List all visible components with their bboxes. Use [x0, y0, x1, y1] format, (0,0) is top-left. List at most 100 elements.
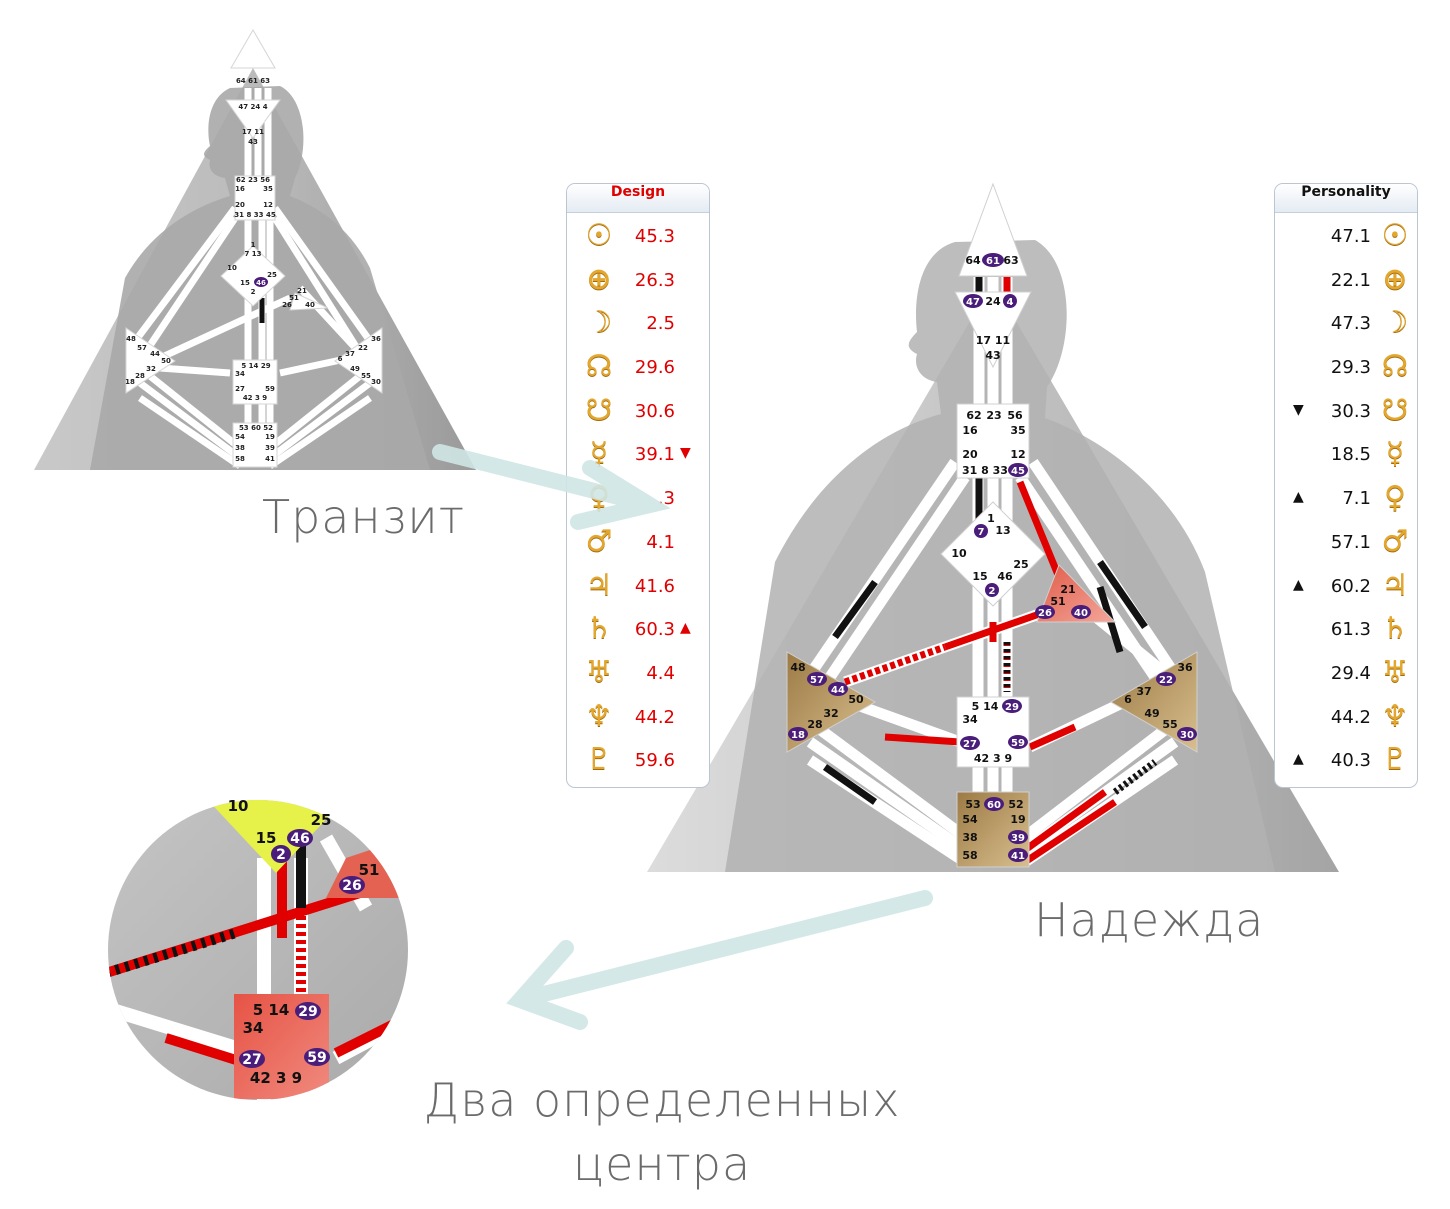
- zoom-labels: 10 25 15 51 5 14 34 42 3 9: [228, 798, 380, 1087]
- saturn-icon: ♄: [1381, 611, 1409, 647]
- svg-text:24: 24: [985, 295, 1001, 308]
- personality-row: ☉ 47.1: [1275, 215, 1417, 259]
- svg-text:30: 30: [371, 378, 381, 386]
- svg-text:62: 62: [966, 409, 981, 422]
- zoom-active-gates: 46 2 26 29 27 59: [239, 829, 365, 1068]
- svg-text:35: 35: [263, 185, 273, 193]
- svg-text:26: 26: [282, 301, 292, 309]
- personality-value: 40.3: [1330, 750, 1371, 772]
- personality-value: 47.1: [1330, 226, 1371, 247]
- svg-text:34: 34: [235, 370, 245, 378]
- svg-text:16: 16: [962, 424, 978, 437]
- caption-two-centers-line1: Два определенных: [423, 1073, 901, 1127]
- svg-text:22: 22: [358, 344, 368, 352]
- design-row: ♇59.6: [567, 739, 709, 783]
- design-mark: ▼: [680, 445, 691, 462]
- svg-text:1: 1: [251, 241, 256, 249]
- svg-text:26: 26: [1038, 608, 1052, 619]
- svg-text:25: 25: [311, 811, 332, 829]
- south-node-icon: ☋: [585, 392, 613, 428]
- personality-row: ☽47.3: [1275, 302, 1417, 346]
- svg-text:51: 51: [359, 861, 380, 879]
- svg-text:53: 53: [965, 798, 980, 811]
- mercury-icon: ☿: [589, 436, 609, 472]
- personality-value: 30.3: [1330, 400, 1371, 422]
- personality-value: 18.5: [1330, 444, 1371, 466]
- design-row: ☋ 30.6: [567, 390, 709, 434]
- svg-text:49: 49: [350, 365, 360, 373]
- svg-text:60: 60: [987, 800, 1001, 811]
- design-row: ♀.3: [567, 477, 709, 521]
- svg-text:2: 2: [251, 288, 256, 296]
- design-value: 2.5: [646, 313, 675, 335]
- personality-value: 29.3: [1330, 357, 1371, 379]
- design-value: 30.6: [634, 400, 675, 422]
- north-node-icon: ☊: [585, 349, 613, 385]
- svg-text:47: 47: [966, 297, 980, 308]
- svg-text:4: 4: [1007, 297, 1014, 308]
- svg-text:64: 64: [965, 254, 981, 267]
- svg-text:42 3 9: 42 3 9: [243, 394, 267, 402]
- personality-row: ♄61.3: [1275, 608, 1417, 652]
- personality-row: ♆ 44.2: [1275, 696, 1417, 740]
- svg-text:46: 46: [290, 831, 309, 847]
- svg-text:51: 51: [289, 294, 299, 302]
- svg-text:50: 50: [161, 357, 171, 365]
- neptune-icon: ♆: [1381, 698, 1409, 734]
- svg-text:39: 39: [265, 444, 275, 452]
- svg-text:6: 6: [338, 355, 343, 363]
- svg-text:16: 16: [235, 185, 245, 193]
- svg-text:59: 59: [1011, 738, 1025, 749]
- mercury-icon: ☿: [1385, 436, 1405, 472]
- personality-row: ☊ 29.3: [1275, 346, 1417, 390]
- personality-row: ♃60.2▲: [1275, 565, 1417, 609]
- svg-text:50: 50: [848, 693, 864, 706]
- svg-text:47 24 4: 47 24 4: [238, 103, 267, 111]
- svg-text:1: 1: [987, 512, 995, 525]
- svg-text:15: 15: [240, 279, 250, 287]
- svg-text:48: 48: [790, 661, 805, 674]
- svg-text:58: 58: [235, 455, 245, 463]
- svg-text:18: 18: [125, 378, 135, 386]
- design-value: 4.4: [646, 662, 675, 684]
- north-node-icon: ☊: [1381, 349, 1409, 385]
- personality-value: 44.2: [1330, 706, 1371, 728]
- svg-text:63: 63: [1003, 254, 1018, 267]
- svg-text:21: 21: [297, 287, 307, 295]
- svg-text:49: 49: [1144, 707, 1159, 720]
- svg-text:36: 36: [371, 335, 381, 343]
- svg-text:44: 44: [831, 685, 845, 696]
- svg-text:34: 34: [962, 713, 978, 726]
- moon-icon: ☽: [1381, 305, 1409, 341]
- design-row: ⊕26.3: [567, 259, 709, 303]
- svg-text:45: 45: [1011, 466, 1025, 477]
- svg-text:12: 12: [263, 201, 273, 209]
- personality-panel: Personality ☉47.1⊕22.1☽47.3☊29.3☋30.3▼☿1…: [1274, 183, 1418, 788]
- svg-text:55: 55: [361, 372, 371, 380]
- design-value: 26.3: [634, 269, 675, 291]
- south-node-icon: ☋: [1381, 392, 1409, 428]
- svg-text:38: 38: [962, 831, 977, 844]
- personality-row: ♅29.4: [1275, 652, 1417, 696]
- earth-icon: ⊕: [1382, 261, 1408, 297]
- design-value: .3: [657, 488, 675, 510]
- design-row: ☽2.5: [567, 302, 709, 346]
- svg-text:19: 19: [1010, 813, 1025, 826]
- uranus-icon: ♅: [585, 654, 613, 690]
- sun-icon: ☉: [1381, 218, 1409, 253]
- svg-text:10: 10: [227, 264, 237, 272]
- venus-icon: ♀: [1384, 480, 1406, 516]
- svg-text:62 23 56: 62 23 56: [236, 176, 270, 184]
- svg-text:57: 57: [810, 675, 824, 686]
- svg-text:58: 58: [962, 849, 977, 862]
- design-row: ☊29.6: [567, 346, 709, 390]
- caption-nadezhda: Надежда: [1034, 893, 1265, 947]
- svg-text:57: 57: [137, 344, 147, 352]
- personality-value: 7.1: [1342, 488, 1371, 510]
- personality-row: ♀7.1▲: [1275, 477, 1417, 521]
- svg-text:31 8 33 45: 31 8 33 45: [234, 211, 276, 219]
- personality-header: Personality: [1275, 184, 1417, 213]
- design-mark: ▲: [680, 620, 691, 637]
- saturn-icon: ♄: [585, 611, 613, 647]
- transit-centers: [125, 29, 383, 468]
